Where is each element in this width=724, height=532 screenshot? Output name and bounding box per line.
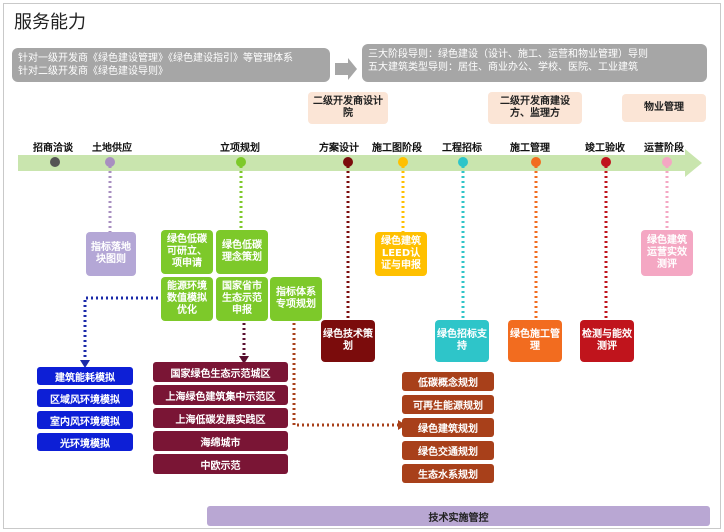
arrowhead-demo bbox=[239, 356, 249, 364]
stage-label: 方案设计 bbox=[319, 143, 359, 154]
stage-dot bbox=[343, 157, 353, 167]
plan-item: 低碳概念规划 bbox=[402, 372, 494, 391]
node-demo-application: 国家省市生态示范申报 bbox=[216, 277, 268, 321]
stage-label: 招商洽谈 bbox=[33, 143, 73, 154]
slide-frame bbox=[3, 3, 721, 529]
node-research: 绿色低碳可研立、项申请 bbox=[161, 230, 213, 274]
stage-label: 立项规划 bbox=[220, 143, 260, 154]
guide-right-line-2: 五大建筑类型导则：居住、商业办公、学校、医院、工业建筑 bbox=[368, 62, 638, 73]
node-green-construction: 绿色施工管理 bbox=[508, 320, 562, 362]
plan-item: 绿色建筑规划 bbox=[402, 418, 494, 437]
role-design-institute: 二级开发商设计院 bbox=[308, 92, 388, 124]
stage-dot bbox=[458, 157, 468, 167]
demo-item: 国家绿色生态示范城区 bbox=[153, 362, 288, 382]
page-title: 服务能力 bbox=[14, 12, 86, 33]
role-construction: 二级开发商建设方、监理方 bbox=[488, 92, 582, 124]
role-property: 物业管理 bbox=[622, 94, 706, 122]
node-index-system: 指标体系专项规划 bbox=[270, 277, 322, 321]
connector-simulation bbox=[83, 296, 163, 362]
timeline-arrow bbox=[18, 149, 702, 177]
guide-box-right: 三大阶段导则：绿色建设（设计、施工、运营和物业管理）导则 五大建筑类型导则：居住… bbox=[362, 44, 707, 82]
node-testing: 检测与能效测评 bbox=[580, 320, 634, 362]
simulation-item: 区域风环境模拟 bbox=[37, 389, 133, 407]
stage-dot bbox=[50, 157, 60, 167]
demo-item: 海绵城市 bbox=[153, 431, 288, 451]
demo-item: 上海低碳发展实践区 bbox=[153, 408, 288, 428]
plan-item: 绿色交通规划 bbox=[402, 441, 494, 460]
connector-plans bbox=[292, 318, 400, 427]
guide-right-line-1: 三大阶段导则：绿色建设（设计、施工、运营和物业管理）导则 bbox=[368, 49, 648, 60]
arrowhead-simulation bbox=[80, 360, 90, 368]
node-operation-eval: 绿色建筑运营实效测评 bbox=[641, 230, 693, 276]
stage-dot bbox=[105, 157, 115, 167]
stage-label: 施工图阶段 bbox=[372, 143, 422, 154]
node-green-tender: 绿色招标支持 bbox=[435, 320, 489, 362]
demo-item: 中欧示范 bbox=[153, 454, 288, 474]
stage-label: 工程招标 bbox=[442, 143, 482, 154]
stage-dot bbox=[398, 157, 408, 167]
guide-left-line-2: 针对二级开发商《绿色建设导则》 bbox=[18, 66, 168, 77]
node-concept: 绿色低碳理念策划 bbox=[216, 230, 268, 274]
simulation-item: 建筑能耗模拟 bbox=[37, 367, 133, 385]
stage-dot bbox=[236, 157, 246, 167]
stage-label: 施工管理 bbox=[510, 143, 550, 154]
plan-item: 可再生能源规划 bbox=[402, 395, 494, 414]
stage-dot bbox=[662, 157, 672, 167]
guide-arrow-icon bbox=[335, 58, 357, 80]
stage-label: 土地供应 bbox=[92, 143, 132, 154]
stage-label: 运营阶段 bbox=[644, 143, 684, 154]
guide-left-line-1: 针对一级开发商《绿色建设管理》《绿色建设指引》等管理体系 bbox=[18, 53, 293, 64]
node-land-index: 指标落地块图则 bbox=[86, 232, 136, 276]
plan-item: 生态水系规划 bbox=[402, 464, 494, 483]
stage-dots bbox=[50, 157, 672, 167]
guide-box-left: 针对一级开发商《绿色建设管理》《绿色建设指引》等管理体系 针对二级开发商《绿色建… bbox=[12, 48, 330, 82]
node-leed: 绿色建筑LEED认证与申报 bbox=[375, 232, 427, 276]
stage-dot bbox=[601, 157, 611, 167]
stage-dot bbox=[531, 157, 541, 167]
implementation-control-bar: 技术实施管控 bbox=[207, 506, 710, 526]
demo-item: 上海绿色建筑集中示范区 bbox=[153, 385, 288, 405]
simulation-item: 光环境模拟 bbox=[37, 433, 133, 451]
simulation-item: 室内风环境模拟 bbox=[37, 411, 133, 429]
stage-label: 竣工验收 bbox=[585, 143, 625, 154]
node-energy-simulation: 能源环境数值模拟优化 bbox=[161, 277, 213, 321]
node-green-tech: 绿色技术策划 bbox=[321, 320, 375, 362]
